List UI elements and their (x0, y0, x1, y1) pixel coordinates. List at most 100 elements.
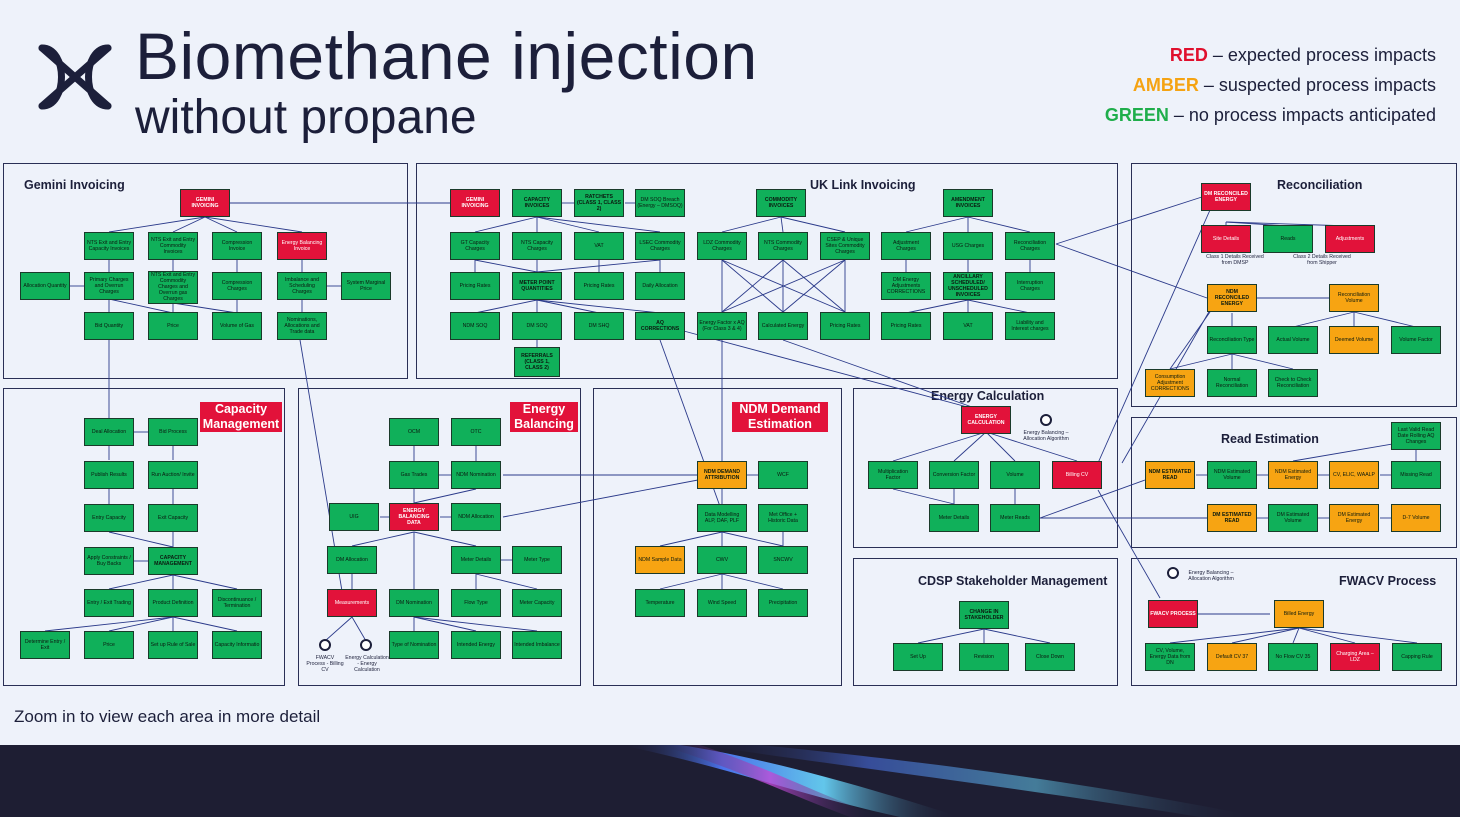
process-box-e16: Intended Energy (451, 631, 501, 659)
process-box-g7: Primary Charges and Overrun Charges (84, 272, 134, 300)
process-box-m7: DM ESTIMATED READ (1207, 504, 1257, 532)
process-box-f7: Capping Rule (1392, 643, 1442, 671)
process-box-e17: Intended Imbalance (512, 631, 562, 659)
process-box-m3: NDM Estimated Volume (1207, 461, 1257, 489)
process-box-u11: LDZ Commodity Charges (697, 232, 747, 260)
process-box-u1: GEMINI INVOICING (450, 189, 500, 217)
process-box-m8: DM Estimated Volume (1268, 504, 1318, 532)
process-box-s1: CHANGE IN STAKEHOLDER (959, 601, 1009, 629)
process-box-u34: REFERRALS (CLASS 1, CLASS 2) (514, 347, 560, 377)
process-box-u12: NTS Commodity Charges (758, 232, 808, 260)
panel-title-energy-bal: Energy Balancing (510, 402, 578, 432)
process-box-c15: Capacity Informatio (212, 631, 262, 659)
note-energy-calc: Energy Calculation - Energy Calculation (345, 655, 389, 673)
process-box-f1: FWACV PROCESS (1148, 600, 1198, 628)
light-streak-icon (620, 745, 1260, 817)
process-box-g11: System Marginal Price (341, 272, 391, 300)
fwacv-process-node-icon (319, 639, 331, 651)
process-box-u18: METER POINT QUANTITIES (512, 272, 562, 300)
process-box-e8: DM Allocation (327, 546, 377, 574)
process-box-r5: NDM RECONCILED ENERGY (1207, 284, 1257, 312)
process-box-m9: DM Estimated Energy (1329, 504, 1379, 532)
process-box-m4: NDM Estimated Energy (1268, 461, 1318, 489)
process-box-s3: Revision (959, 643, 1009, 671)
process-box-s4: Close Down (1025, 643, 1075, 671)
process-box-g1: GEMINI INVOICING (180, 189, 230, 217)
process-box-n10: Precipitation (758, 589, 808, 617)
panel-title-read-est: Read Estimation (1221, 432, 1319, 446)
note-class1: Class 1 Details Received from DMSP (1206, 254, 1264, 266)
process-box-u19: Pricing Rates (574, 272, 624, 300)
process-box-k5: Billing CV (1052, 461, 1102, 489)
process-box-e11: Measurements (327, 589, 377, 617)
process-box-n7: SNCWV (758, 546, 808, 574)
zoom-hint: Zoom in to view each area in more detail (14, 707, 321, 726)
process-box-c10: Product Definition (148, 589, 198, 617)
process-box-e4: NDM Nomination (451, 461, 501, 489)
process-box-r3: Reads (1263, 225, 1313, 253)
process-box-n4: Met Office + Historic Data (758, 504, 808, 532)
process-box-g13: Price (148, 312, 198, 340)
process-box-r1: DM RECONCILED ENERGY (1201, 183, 1251, 211)
process-box-c2: Bid Process (148, 418, 198, 446)
process-box-u2: CAPACITY INVOICES (512, 189, 562, 217)
process-box-k7: Meter Reads (990, 504, 1040, 532)
process-box-r6: Reconciliation Volume (1329, 284, 1379, 312)
process-box-n2: WCF (758, 461, 808, 489)
page-subtitle: without propane (135, 91, 477, 144)
process-box-m10: D-7 Volume (1391, 504, 1441, 532)
process-box-g6: Allocation Quantity (20, 272, 70, 300)
process-box-c12: Determine Entry / Exit (20, 631, 70, 659)
process-box-m5: CV, ELIC, WAALP (1329, 461, 1379, 489)
process-box-k1: ENERGY CALCULATION (961, 406, 1011, 434)
process-box-r9: Deemed Volume (1329, 326, 1379, 354)
process-box-k2: Multiplication Factor (868, 461, 918, 489)
note-fwacv-billing-cv: FWACV Process - Billing CV (306, 655, 344, 673)
process-box-k6: Meter Details (929, 504, 979, 532)
process-box-e13: Flow Type (451, 589, 501, 617)
process-box-u31: Pricing Rates (881, 312, 931, 340)
panel-title-energy-calc: Energy Calculation (931, 389, 1045, 403)
allocation-algorithm-node-icon-2 (1167, 567, 1179, 579)
process-box-n8: Temperature (635, 589, 685, 617)
process-box-u6: AMENDMENT INVOICES (943, 189, 993, 217)
process-box-e12: DM Nomination (389, 589, 439, 617)
process-box-c8: CAPACITY MANAGEMENT (148, 547, 198, 575)
process-box-u27: AQ CORRECTIONS (635, 312, 685, 340)
process-box-n9: Wind Speed (697, 589, 747, 617)
process-box-f5: No Flow CV 35 (1268, 643, 1318, 671)
process-box-u23: Interruption Charges (1005, 272, 1055, 300)
process-box-u30: Pricing Rates (820, 312, 870, 340)
process-box-e7: NDM Allocation (451, 503, 501, 531)
legend-green: GREEN – no process impacts anticipated (1104, 105, 1436, 125)
process-box-c5: Entry Capacity (84, 504, 134, 532)
process-box-k4: Volume (990, 461, 1040, 489)
process-box-u29: Calculated Energy (758, 312, 808, 340)
process-box-e3: Gas Trades (389, 461, 439, 489)
process-box-c7: Apply Constraints / Buy Backs (84, 547, 134, 575)
process-box-g3: NTS Exit and Entry Commodity Invoices (148, 232, 198, 260)
process-box-r10: Volume Factor (1391, 326, 1441, 354)
panel-title-recon: Reconciliation (1277, 178, 1363, 192)
process-box-u15: USG Charges (943, 232, 993, 260)
process-box-r4: Adjustments (1325, 225, 1375, 253)
process-box-e14: Meter Capacity (512, 589, 562, 617)
process-box-u8: NTS Capacity Charges (512, 232, 562, 260)
process-box-g8: NTS Exit and Entry Commodity Charges and… (148, 270, 198, 304)
process-box-c1: Deal Allocation (84, 418, 134, 446)
panel-title-gemini: Gemini Invoicing (24, 178, 125, 192)
process-box-f2: Billed Energy (1274, 600, 1324, 628)
process-box-c6: Exit Capacity (148, 504, 198, 532)
process-box-g5: Energy Balancing Invoice (277, 232, 327, 260)
process-box-u10: LSEC Commodity Charges (635, 232, 685, 260)
note-energy-bal-alloc-1: Energy Balancing – Allocation Algorithm (1023, 430, 1069, 442)
process-box-u16: Reconciliation Charges (1005, 232, 1055, 260)
process-box-e15: Type of Nomination (389, 631, 439, 659)
note-energy-bal-alloc-2: Energy Balancing – Allocation Algorithm (1188, 570, 1234, 582)
process-box-g2: NTS Exit and Entry Capacity Invoices (84, 232, 134, 260)
process-box-m2: NDM ESTIMATED READ (1145, 461, 1195, 489)
panel-title-fwacv: FWACV Process (1339, 574, 1437, 588)
process-box-c11: Discontinuance / Termination (212, 589, 262, 617)
process-box-r12: Normal Reconciliation (1207, 369, 1257, 397)
process-box-r8: Actual Volume (1268, 326, 1318, 354)
